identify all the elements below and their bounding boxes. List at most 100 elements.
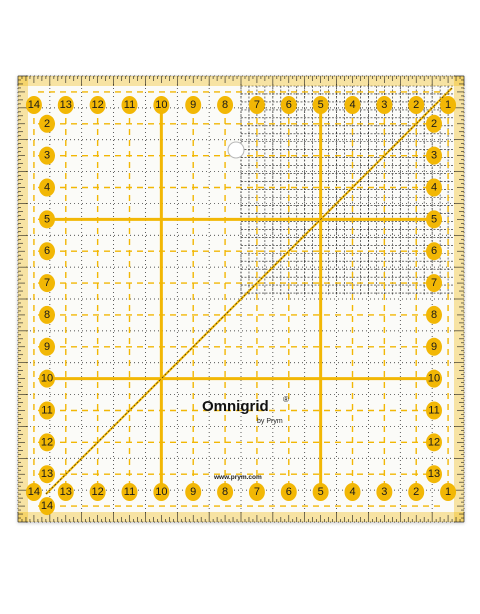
ruler-number: 11 <box>124 486 135 498</box>
number-marker <box>39 114 55 133</box>
brand-logo: Omnigrid ® by Prym <box>202 395 289 425</box>
number-marker <box>57 483 74 501</box>
number-marker <box>39 337 55 356</box>
number-marker <box>344 96 361 114</box>
ruler-number: 6 <box>286 99 292 111</box>
ruler-number: 9 <box>190 99 196 111</box>
ruler-number: 8 <box>431 309 437 321</box>
ruler-number: 12 <box>92 99 104 111</box>
ruler-number: 5 <box>44 213 50 225</box>
number-marker <box>89 483 106 501</box>
ruler-number: 2 <box>431 118 437 130</box>
number-marker <box>426 146 442 165</box>
number-markers <box>25 96 457 516</box>
number-marker <box>217 483 234 501</box>
ruler-number: 9 <box>190 486 196 498</box>
number-marker <box>376 96 393 114</box>
ruler-number: 14 <box>28 99 40 111</box>
number-marker <box>39 369 55 388</box>
hanging-hole <box>227 141 245 159</box>
ruler-number: 3 <box>431 150 437 162</box>
ruler-number: 7 <box>254 486 260 498</box>
number-marker <box>426 401 442 420</box>
diagonal-45 <box>45 87 453 495</box>
ruler-number: 4 <box>349 99 355 111</box>
edge-ticks <box>17 75 465 523</box>
website-label: www.prym.com <box>213 474 262 481</box>
number-marker <box>408 96 425 114</box>
ruler-number: 12 <box>428 436 440 448</box>
ruler-number: 6 <box>286 486 292 498</box>
number-marker <box>39 178 55 197</box>
ruler-number: 2 <box>413 486 419 498</box>
number-marker <box>440 483 457 501</box>
ruler-number: 3 <box>381 99 387 111</box>
ruler-number: 13 <box>60 486 72 498</box>
ruler-number: 3 <box>381 486 387 498</box>
ruler-number: 3 <box>44 150 50 162</box>
number-marker <box>248 483 265 501</box>
number-marker <box>39 305 55 324</box>
ruler-number: 4 <box>349 486 355 498</box>
ruler-number: 14 <box>28 486 40 498</box>
number-marker <box>312 483 329 501</box>
ruler-number: 10 <box>155 486 167 498</box>
number-marker <box>426 305 442 324</box>
ruler-number: 11 <box>124 99 135 111</box>
number-marker <box>426 433 442 452</box>
ruler-number: 11 <box>41 405 52 417</box>
brand-name: Omnigrid <box>202 398 269 415</box>
ruler-number: 2 <box>413 99 419 111</box>
number-marker <box>217 96 234 114</box>
number-marker <box>39 433 55 452</box>
number-marker <box>344 483 361 501</box>
ruler-number: 1 <box>445 99 451 111</box>
number-marker <box>426 242 442 261</box>
number-marker <box>376 483 393 501</box>
number-marker <box>153 483 170 501</box>
number-marker <box>408 483 425 501</box>
number-marker <box>121 483 138 501</box>
ruler-number: 14 <box>41 500 53 512</box>
number-marker <box>185 96 202 114</box>
ruler-number: 5 <box>318 99 324 111</box>
number-marker <box>25 483 42 501</box>
number-marker <box>39 497 55 516</box>
ruler-number: 10 <box>41 373 53 385</box>
ruler-number: 5 <box>318 486 324 498</box>
number-marker <box>185 483 202 501</box>
ruler-number: 4 <box>44 182 50 194</box>
ruler-number: 7 <box>254 99 260 111</box>
number-marker <box>248 96 265 114</box>
number-marker <box>280 96 297 114</box>
ruler-number: 10 <box>428 373 440 385</box>
number-marker <box>39 274 55 293</box>
ruler-number: 8 <box>222 486 228 498</box>
ruler-number: 8 <box>222 99 228 111</box>
ruler-number: 13 <box>428 468 440 480</box>
number-marker <box>426 465 442 484</box>
ruler-number: 12 <box>92 486 104 498</box>
number-marker <box>57 96 74 114</box>
ruler-number: 1 <box>445 486 451 498</box>
number-marker <box>39 401 55 420</box>
number-marker <box>121 96 138 114</box>
number-marker <box>426 210 442 229</box>
ruler-number: 2 <box>44 118 50 130</box>
ruler-number: 6 <box>431 245 437 257</box>
ruler-number: 6 <box>44 245 50 257</box>
ruler-number: 13 <box>60 99 72 111</box>
number-marker <box>39 146 55 165</box>
number-marker <box>426 337 442 356</box>
ruler-number: 9 <box>431 341 437 353</box>
ruler-number: 13 <box>41 468 53 480</box>
ruler-number: 12 <box>41 436 53 448</box>
number-marker <box>39 210 55 229</box>
ruler-number: 7 <box>44 277 50 289</box>
brand-byline: by Prym <box>257 418 283 425</box>
ruler-number: 7 <box>431 277 437 289</box>
number-marker <box>39 465 55 484</box>
